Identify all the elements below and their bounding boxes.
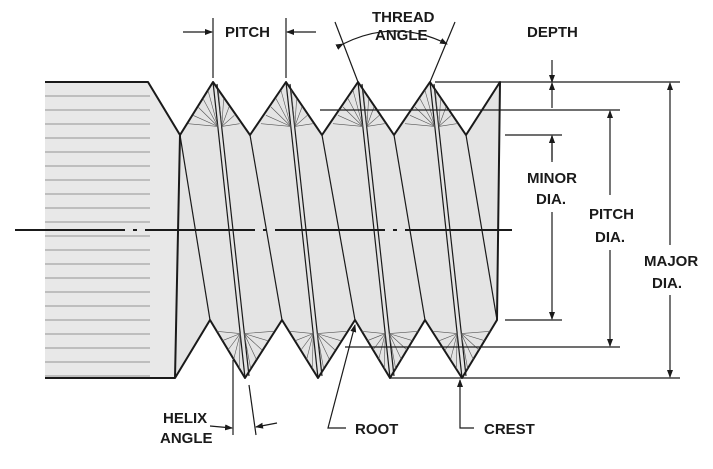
- thread-angle-label-2: ANGLE: [375, 27, 428, 44]
- thread-flank-hatch: [192, 115, 218, 127]
- thread-angle-label-1: THREAD: [372, 9, 435, 26]
- thread-flank-hatch: [233, 333, 241, 360]
- root-leader: [327, 324, 357, 429]
- thread-flank-hatch: [366, 98, 369, 127]
- root-helix-line: [179, 134, 211, 321]
- thread-flank-hatch: [270, 106, 292, 127]
- thread-flank-hatch: [337, 115, 363, 127]
- root-helix-line: [321, 134, 356, 321]
- thread-flank-hatch: [419, 98, 436, 127]
- thread-flank-hatch: [280, 90, 292, 127]
- thread-flank-hatch: [221, 115, 235, 127]
- pitch-dia-label-1: PITCH: [589, 206, 634, 223]
- thread-flank-hatch: [352, 90, 364, 127]
- thread-flank-hatch: [216, 331, 241, 334]
- thread-flank-hatch: [367, 333, 386, 341]
- thread-flank-hatch: [366, 123, 385, 127]
- thread-flank-hatch: [312, 333, 314, 369]
- thread-flank-hatch: [438, 98, 441, 127]
- thread-flank-hatch: [294, 98, 297, 127]
- thread-flank-hatch: [361, 331, 386, 334]
- thread-flank-hatch: [439, 333, 458, 341]
- thread-flank-hatch: [207, 90, 219, 127]
- thread-flank-hatch: [227, 333, 241, 351]
- thread-flank-hatch: [317, 333, 341, 341]
- thread-flank-hatch: [435, 90, 440, 127]
- thread-flank-hatch: [243, 333, 263, 351]
- thread-flank-hatch: [295, 333, 314, 341]
- thread-flank-hatch: [389, 331, 419, 334]
- thread-flank-hatch: [384, 333, 386, 369]
- pitch-dia-label-2: DIA.: [595, 229, 625, 246]
- thread-flank-hatch: [306, 333, 314, 360]
- thread-flank-hatch: [221, 123, 240, 127]
- crest-label: CREST: [484, 421, 535, 438]
- thread-flank-hatch: [332, 123, 363, 127]
- thread-flank-hatch: [300, 333, 314, 351]
- helix-arrow-left: [209, 424, 233, 431]
- depth-label: DEPTH: [527, 24, 578, 41]
- root-helix-line: [393, 134, 426, 321]
- thread-flank-hatch: [244, 333, 268, 341]
- thread-flank-hatch: [289, 331, 314, 334]
- thread-flank-hatch: [347, 98, 364, 127]
- helix-arrow-right: [255, 422, 278, 429]
- thread-flank-hatch: [221, 98, 224, 127]
- thread-flank-hatch: [363, 90, 368, 127]
- thread-flank-hatch: [317, 331, 347, 334]
- thread-flank-hatch: [218, 90, 223, 127]
- root-helix-line: [465, 134, 498, 321]
- thread-flank-hatch: [389, 333, 413, 341]
- thread-flank-hatch: [456, 333, 458, 369]
- thread-flank-hatch: [460, 333, 468, 369]
- thread-flank-hatch: [438, 115, 452, 127]
- thread-angle-arc: [335, 30, 448, 50]
- thread-flank-hatch: [409, 115, 435, 127]
- helix-angle-label-2: ANGLE: [160, 430, 213, 447]
- major-dia-label-1: MAJOR: [644, 253, 698, 270]
- thread-flank-hatch: [275, 98, 292, 127]
- thread-flank-hatch: [316, 333, 330, 360]
- thread-flank-hatch: [366, 115, 380, 127]
- thread-flank-hatch: [202, 98, 219, 127]
- thread-flank-hatch: [244, 331, 274, 334]
- thread-flank-hatch: [316, 333, 324, 369]
- thread-flank-hatch: [243, 333, 257, 360]
- thread-flank-hatch: [294, 123, 313, 127]
- thread-flank-hatch: [461, 331, 491, 334]
- thread-flank-hatch: [239, 333, 241, 369]
- major-dia-label-2: DIA.: [652, 275, 682, 292]
- thread-flank-hatch: [260, 123, 291, 127]
- thread-flank-hatch: [221, 106, 230, 127]
- thread-flank-hatch: [433, 331, 458, 334]
- thread-flank-hatch: [294, 115, 308, 127]
- thread-flank-hatch: [294, 106, 303, 127]
- thread-flank-hatch: [461, 333, 485, 341]
- thread-flank-hatch: [291, 90, 296, 127]
- thread-flank-hatch: [404, 123, 435, 127]
- minor-dia-label-1: MINOR: [527, 170, 577, 187]
- minor-dia-label-2: DIA.: [536, 191, 566, 208]
- pitch-label: PITCH: [225, 24, 270, 41]
- thread-flank-hatch: [438, 123, 457, 127]
- thread-flank-hatch: [187, 123, 218, 127]
- thread-flank-hatch: [388, 333, 396, 369]
- thread-flank-hatch: [265, 115, 291, 127]
- root-helix-line: [249, 134, 283, 321]
- root-label: ROOT: [355, 421, 398, 438]
- thread-flank-hatch: [222, 333, 241, 341]
- crest-leader: [457, 379, 474, 429]
- thread-flank-hatch: [424, 90, 436, 127]
- thread-flank-hatch: [197, 106, 219, 127]
- helix-angle-label-1: HELIX: [163, 410, 207, 427]
- shank: [45, 81, 210, 379]
- thread-flank-hatch: [316, 333, 336, 351]
- thread-flank-hatch: [243, 333, 251, 369]
